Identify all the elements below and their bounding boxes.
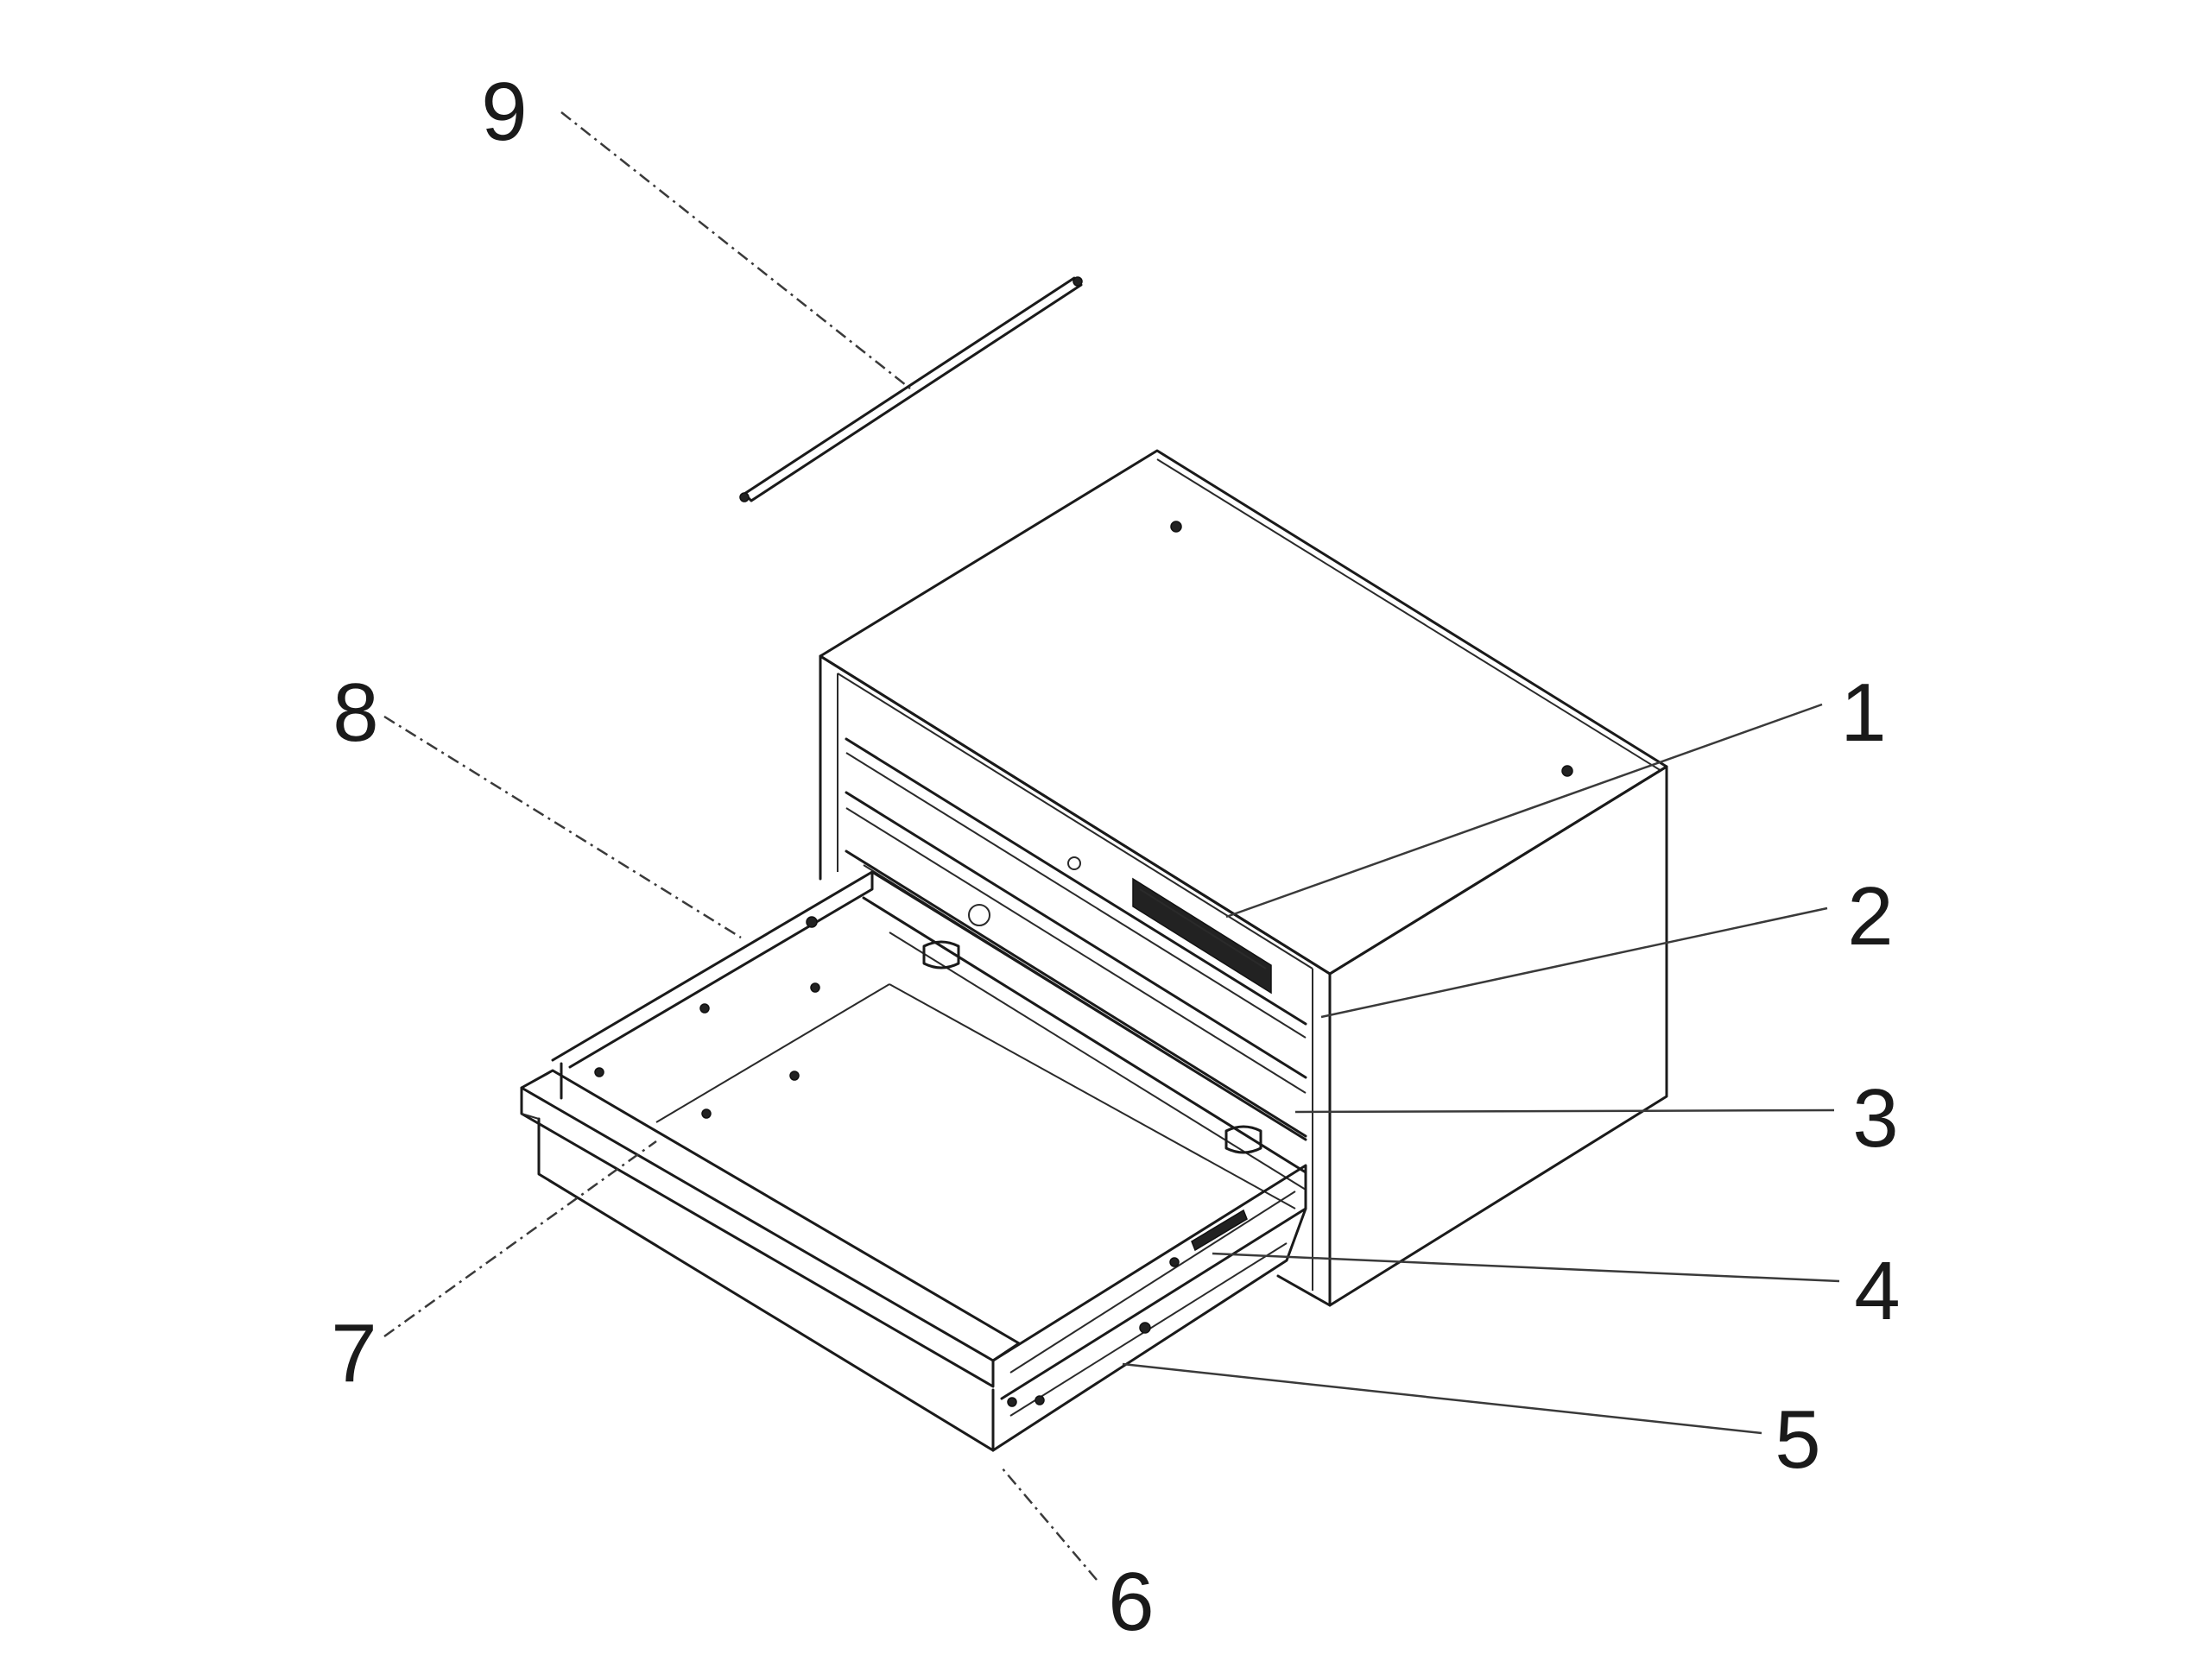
cabinet-body [819,449,1668,1307]
callout-5: 5 [1775,1393,1820,1486]
leader-6 [1001,1467,1098,1581]
leader-2 [1320,906,1828,1019]
leader-8 [383,715,742,939]
closed-drawers [845,737,1307,1191]
callout-4: 4 [1854,1245,1900,1337]
callout-8: 8 [332,666,378,759]
leader-lines [383,111,1840,1581]
leader-3 [1294,1108,1835,1114]
leader-1 [1225,703,1823,919]
leader-4 [1212,1252,1840,1283]
part-9-rod [739,276,1083,502]
leader-9 [560,111,911,389]
callouts: 9 8 1 2 3 4 5 6 7 [331,66,1900,1648]
callout-7: 7 [331,1307,376,1399]
leader-7 [383,1140,657,1338]
callout-3: 3 [1852,1072,1898,1165]
callout-1: 1 [1840,666,1886,759]
callout-9: 9 [481,66,527,158]
callout-2: 2 [1847,870,1893,963]
open-drawer [520,870,1307,1452]
leader-5 [1122,1362,1762,1435]
callout-6: 6 [1108,1556,1154,1648]
